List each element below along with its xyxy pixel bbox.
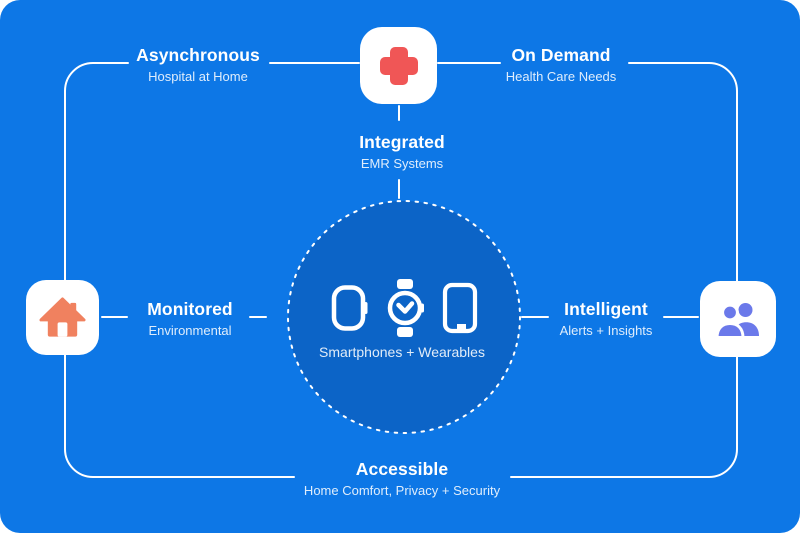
smartphone-icon (442, 282, 478, 334)
integrated-subtitle: EMR Systems (360, 156, 444, 171)
phone-home-bar (457, 324, 466, 330)
center-dashed-circle (287, 200, 521, 434)
monitored-title: Monitored (147, 299, 233, 319)
medical-cross-tile (360, 27, 437, 104)
person-front (715, 303, 745, 339)
center-device-icons (330, 277, 478, 339)
accessible-subtitle: Home Comfort, Privacy + Security (303, 483, 501, 498)
watch-band-bottom (397, 327, 413, 337)
node-on-demand: On Demand Health Care Needs (506, 45, 617, 86)
border-bottom-right-segment (510, 448, 738, 478)
node-asynchronous: Asynchronous Hospital at Home (136, 45, 260, 86)
house-door (57, 322, 68, 337)
connector-stubs (101, 105, 699, 318)
border-top-right-segment (628, 62, 738, 92)
watch-hands (396, 301, 415, 314)
asynchronous-title: Asynchronous (136, 45, 260, 65)
integrated-title: Integrated (359, 132, 445, 152)
intelligent-title: Intelligent (564, 299, 648, 319)
on-demand-title: On Demand (511, 45, 611, 65)
node-integrated: Integrated EMR Systems (359, 132, 445, 173)
smartwatch-round-icon (387, 279, 424, 337)
intelligent-subtitle: Alerts + Insights (559, 323, 653, 338)
smartwatch-square-icon (331, 285, 368, 331)
accessible-title: Accessible (355, 459, 449, 479)
frame-border (64, 62, 738, 478)
center-label: Smartphones + Wearables (319, 344, 485, 360)
house-icon (39, 297, 86, 337)
border-bottom-left-segment (64, 448, 295, 478)
medical-cross-icon (379, 46, 418, 85)
on-demand-subtitle: Health Care Needs (505, 69, 617, 84)
watch-band-top (397, 279, 413, 289)
asynchronous-subtitle: Hospital at Home (148, 69, 248, 84)
monitored-subtitle: Environmental (148, 323, 232, 338)
house-roof (39, 297, 86, 322)
house-tile (26, 280, 99, 355)
node-monitored: Monitored Environmental (147, 299, 232, 340)
people-icon (715, 303, 759, 339)
border-top-left-segment (64, 62, 129, 92)
node-intelligent: Intelligent Alerts + Insights (560, 299, 653, 340)
people-tile (700, 281, 776, 357)
smartwatch-square-button (364, 302, 368, 314)
node-accessible: Accessible Home Comfort, Privacy + Secur… (304, 459, 500, 500)
